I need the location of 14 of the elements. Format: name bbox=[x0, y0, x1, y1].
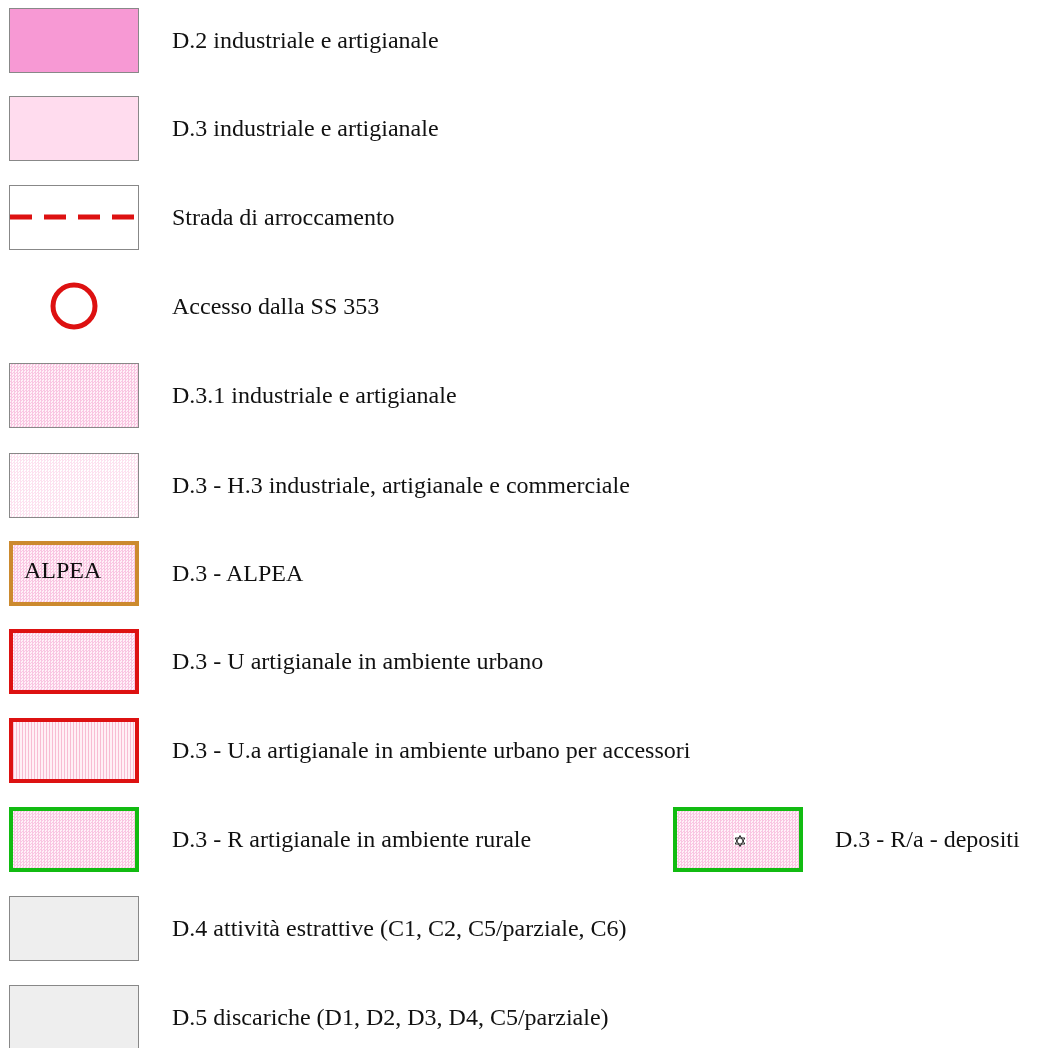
legend-label: D.3 - U artigianale in ambiente urbano bbox=[172, 647, 544, 675]
legend-label: D.2 industriale e artigianale bbox=[172, 26, 439, 54]
legend-label: Accesso dalla SS 353 bbox=[172, 292, 380, 320]
legend-label: D.4 attività estrattive (C1, C2, C5/parziale, C6) bbox=[172, 914, 627, 942]
swatch-label: ALPEA bbox=[24, 556, 102, 584]
legend-label: D.3 - R/a - depositi bbox=[835, 825, 1020, 853]
legend-label: D.3 - H.3 industriale, artigianale e commerciale bbox=[172, 471, 630, 499]
legend-label: D.5 discariche (D1, D2, D3, D4, C5/parziale) bbox=[172, 1003, 609, 1031]
legend-label: D.3 - ALPEA bbox=[172, 559, 304, 587]
legend-label: D.3 - R artigianale in ambiente rurale bbox=[172, 825, 532, 853]
legend-label: Strada di arroccamento bbox=[172, 203, 395, 231]
legend-label: D.3 - U.a artigianale in ambiente urbano per accessori bbox=[172, 736, 691, 764]
legend-label: D.3.1 industriale e artigianale bbox=[172, 381, 457, 409]
legend-label: D.3 industriale e artigianale bbox=[172, 114, 439, 142]
